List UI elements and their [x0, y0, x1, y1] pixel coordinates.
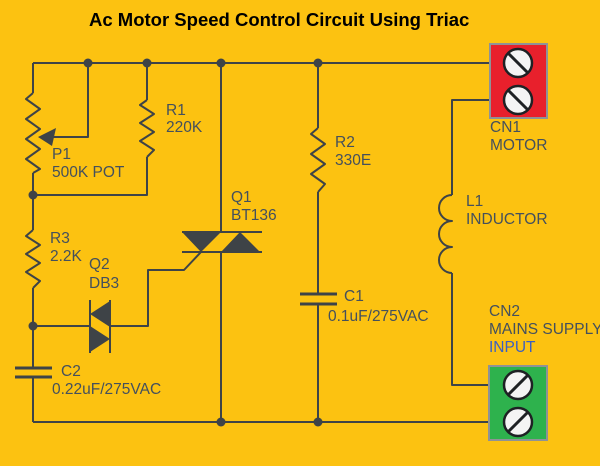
r3-resistor-body: [25, 229, 41, 289]
connector-cn2-mains: [488, 365, 548, 441]
c2-value-label: 0.22uF/275VAC: [52, 381, 162, 398]
junction-dot: [313, 417, 323, 427]
r1-ref-label: R1: [166, 102, 186, 119]
motor-return-wire: [451, 99, 490, 195]
r2-resistor-body: [310, 127, 326, 193]
screw-slot-icon: [507, 89, 529, 111]
q2-lower-triangle: [90, 326, 110, 352]
r3-value-label: 2.2K: [50, 248, 82, 265]
screw-slot-icon: [507, 411, 529, 433]
cn2-value-line2-label: INPUT: [489, 339, 536, 356]
r1-lead-wires: [33, 63, 148, 196]
r1-resistor-body: [139, 99, 155, 158]
cn1-ref-label: CN1: [490, 119, 522, 136]
diagram-title: Ac Motor Speed Control Circuit Using Tri…: [89, 9, 470, 30]
l1-ref-label: L1: [466, 193, 484, 210]
r2-value-label: 330E: [335, 152, 372, 169]
c2-ref-label: C2: [61, 363, 81, 380]
r3-ref-label: R3: [50, 230, 70, 247]
junction-dot: [83, 58, 93, 68]
cn2-ref-label: CN2: [489, 303, 521, 320]
junction-dot: [216, 417, 226, 427]
capacitor-c2: [15, 366, 52, 379]
resistor-r2: [310, 63, 326, 294]
c1-value-label: 0.1uF/275VAC: [328, 308, 429, 325]
screw-slot-icon: [507, 374, 529, 396]
cn1-value-label: MOTOR: [490, 137, 548, 154]
connector-cn1-motor: [489, 43, 548, 119]
r1-value-label: 220K: [166, 119, 203, 136]
q2-value-label: DB3: [89, 275, 120, 292]
c1-ref-label: C1: [344, 288, 364, 305]
l1-value-label: INDUCTOR: [466, 211, 548, 228]
p1-wiper-wire: [52, 63, 89, 138]
triac-q1: [110, 63, 262, 422]
p1-resistor-body: [25, 92, 41, 174]
r2-ref-label: R2: [335, 134, 355, 151]
cn2-value-line1-label: MAINS SUPPLY: [489, 321, 600, 338]
mains-live-wire: [451, 273, 489, 386]
q1-right-triangle: [221, 232, 260, 252]
q2-ref-label: Q2: [89, 256, 110, 273]
diac-q2: [33, 300, 111, 353]
screw-slot-icon: [507, 52, 529, 74]
junction-dot: [216, 58, 226, 68]
q1-left-triangle: [182, 232, 221, 252]
junction-dots: [28, 58, 323, 427]
q1-ref-label: Q1: [231, 189, 252, 206]
q1-value-label: BT136: [231, 207, 277, 224]
junction-dot: [28, 190, 38, 200]
p1-wiper-arrow-icon: [38, 128, 56, 146]
q2-upper-triangle: [90, 301, 110, 327]
p1-value-label: 500K POT: [52, 164, 125, 181]
junction-dot: [313, 58, 323, 68]
q1-gate-wire: [110, 251, 202, 327]
junction-dot: [142, 58, 152, 68]
potentiometer-p1: [25, 63, 89, 174]
l1-inductor-coil: [438, 194, 453, 274]
junction-dot: [28, 321, 38, 331]
capacitor-c1: [300, 292, 337, 422]
resistor-r1: [33, 63, 155, 196]
p1-ref-label: P1: [52, 146, 71, 163]
